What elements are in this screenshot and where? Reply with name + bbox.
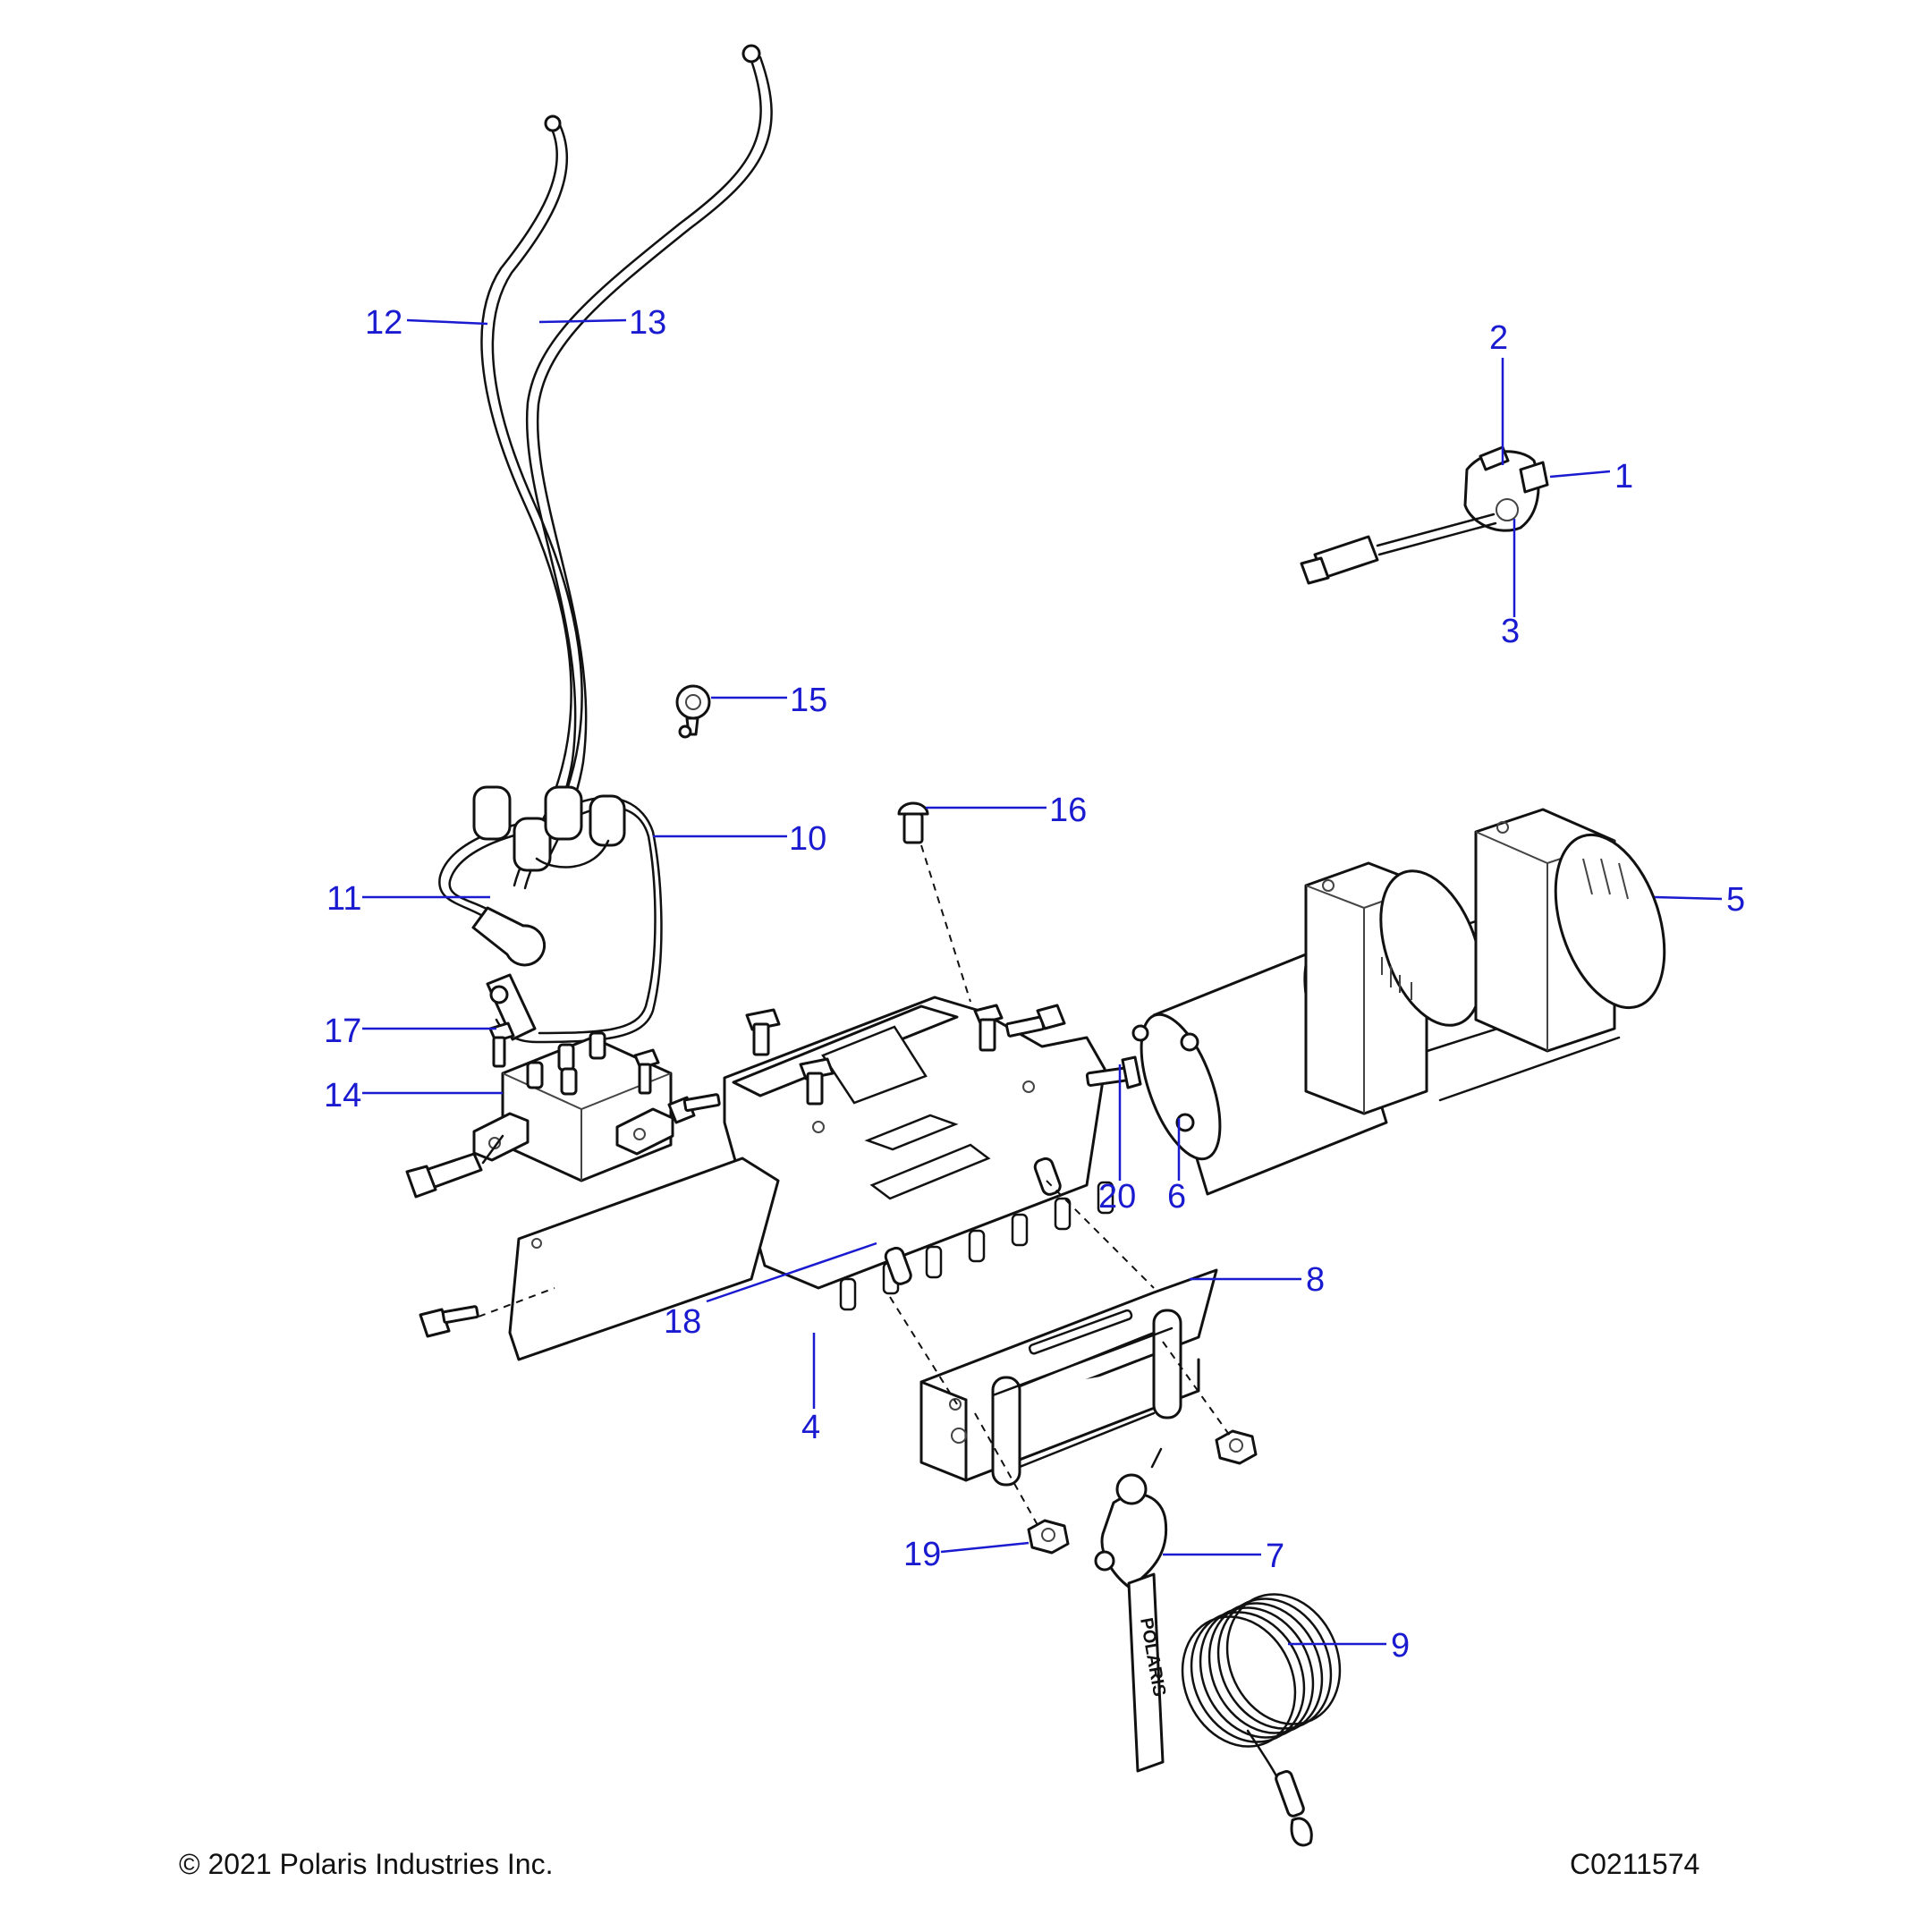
callout-9: 9	[1391, 1627, 1410, 1665]
callout-20: 20	[1098, 1178, 1136, 1216]
hook-strap	[1127, 1572, 1165, 1773]
callout-1: 1	[1614, 458, 1633, 496]
winch-hook-7: POLARIS	[1094, 1447, 1169, 1773]
callout-11: 11	[326, 880, 361, 918]
battery-cable-13	[525, 44, 773, 862]
bolt-plate-lower	[419, 1305, 479, 1338]
callout-15: 15	[790, 682, 827, 719]
battery-cable-12	[480, 114, 583, 890]
solenoid-14	[405, 1031, 674, 1199]
synthetic-rope-9	[1181, 1593, 1342, 1847]
callout-2: 2	[1489, 319, 1508, 357]
bolt-solenoid-side	[667, 1093, 721, 1124]
cable-clamp-15	[675, 684, 711, 739]
callout-14: 14	[324, 1077, 361, 1114]
winch-5	[1131, 808, 1666, 1196]
winch-switch-1	[1300, 445, 1549, 585]
callout-13: 13	[629, 304, 666, 342]
callout-7: 7	[1266, 1538, 1284, 1575]
bolt-solenoid-right	[633, 1048, 660, 1095]
callout-4: 4	[801, 1409, 820, 1446]
assembly-lines	[478, 844, 1231, 1526]
callout-6: 6	[1167, 1178, 1186, 1216]
bolt-16	[897, 801, 929, 844]
callout-19: 19	[903, 1536, 941, 1573]
figure-code: C0211574	[1570, 1848, 1699, 1880]
callout-18: 18	[664, 1303, 701, 1341]
callout-8: 8	[1306, 1261, 1325, 1299]
nut-fairlead-right	[1215, 1429, 1258, 1465]
copyright-text: © 2021 Polaris Industries Inc.	[179, 1848, 553, 1880]
callout-12: 12	[365, 304, 402, 342]
bolt-plate-right	[973, 1004, 1004, 1052]
roller-fairlead-8	[919, 1268, 1218, 1487]
bolt-plate-left	[745, 1008, 781, 1056]
callout-17: 17	[324, 1013, 361, 1050]
bolt-plate-rear	[1004, 1004, 1066, 1038]
cable-10	[486, 796, 663, 1044]
callout-10: 10	[789, 820, 826, 858]
callout-labels: 1 2 3 4 5 6 7 8 9 10 11 12 13 14 15 16 1…	[324, 304, 1745, 1665]
callout-5: 5	[1726, 881, 1745, 919]
callout-16: 16	[1049, 792, 1087, 829]
cable-11	[438, 785, 626, 967]
bolt-plate-mid	[799, 1057, 835, 1106]
leader-lines	[362, 318, 1723, 1646]
callout-3: 3	[1501, 613, 1520, 650]
nut-19	[1027, 1519, 1070, 1555]
bolt-20	[1085, 1055, 1142, 1089]
